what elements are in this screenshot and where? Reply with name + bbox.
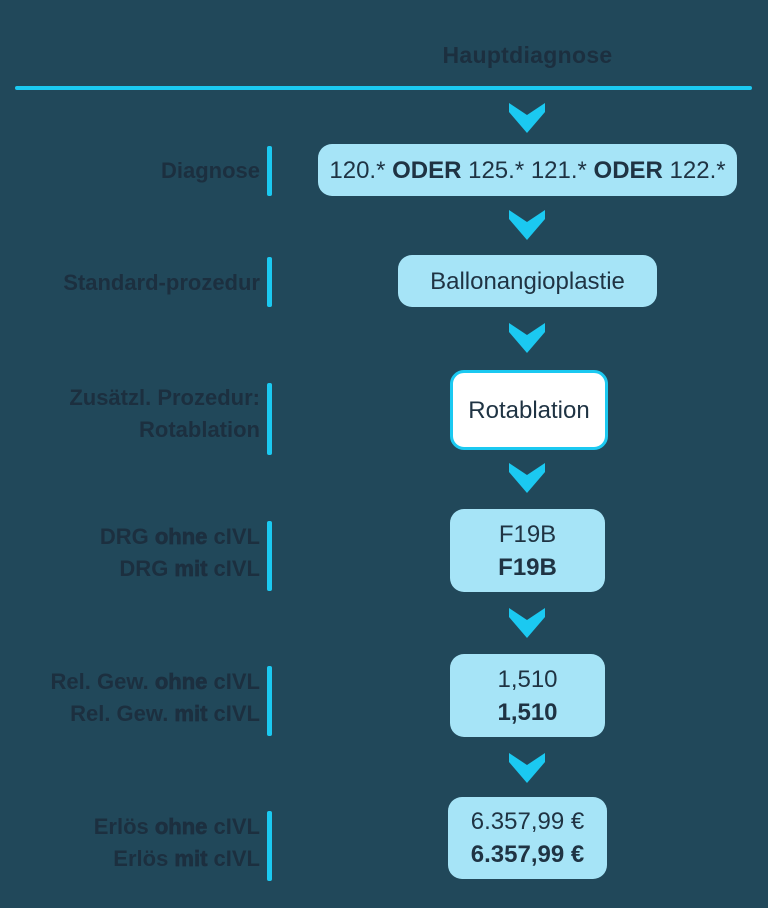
row-label-erloes: Erlös ohne cIVL Erlös mit cIVL — [93, 814, 260, 872]
row-divider-bar — [267, 521, 272, 591]
row-label-zusaetzl-prozedur: Zusätzl. Prozedur: Rotablation — [69, 385, 260, 442]
relative-weight-box: 1,510 1,510 — [450, 654, 605, 737]
diagnose-codes-text: 120.* ODER 125.* 121.* ODER 122.* — [329, 156, 726, 184]
header-divider-line — [15, 86, 752, 90]
chevron-down-icon — [509, 103, 545, 133]
row-divider-bar — [267, 146, 272, 196]
erloes-mit-civl-value: 6.357,99 € — [470, 841, 585, 868]
row-label-diagnose: Diagnose — [160, 158, 260, 183]
standard-procedure-box: Ballonangioplastie — [398, 255, 657, 307]
drg-ohne-civl-value: F19B — [498, 520, 557, 548]
erloes-ohne-civl-value: 6.357,99 € — [470, 808, 585, 835]
row-label-rel-gew: Rel. Gew. ohne cIVL Rel. Gew. mit cIVL — [50, 669, 260, 727]
row-divider-bar — [267, 811, 272, 881]
diagnose-codes-box: 120.* ODER 125.* 121.* ODER 122.* — [318, 144, 737, 196]
additional-procedure-text: Rotablation — [468, 396, 590, 424]
additional-procedure-box: Rotablation — [450, 370, 608, 450]
standard-procedure-text: Ballonangioplastie — [430, 267, 625, 295]
rel-gew-ohne-civl-value: 1,510 — [497, 665, 558, 693]
row-divider-bar — [267, 666, 272, 736]
drg-mit-civl-value: F19B — [498, 553, 557, 581]
chevron-down-icon — [509, 753, 545, 783]
revenue-box: 6.357,99 € 6.357,99 € — [448, 797, 607, 879]
row-label-drg: DRG ohne cIVL DRG mit cIVL — [99, 524, 260, 582]
chevron-down-icon — [509, 323, 545, 353]
row-divider-bar — [267, 257, 272, 307]
chevron-down-icon — [509, 463, 545, 493]
page-title: Hauptdiagnose — [442, 42, 613, 68]
rel-gew-mit-civl-value: 1,510 — [497, 698, 558, 726]
row-divider-bar — [267, 383, 272, 455]
chevron-down-icon — [509, 608, 545, 638]
chevron-down-icon — [509, 210, 545, 240]
drg-box: F19B F19B — [450, 509, 605, 592]
row-label-standard-prozedur: Standard-prozedur — [63, 270, 260, 295]
